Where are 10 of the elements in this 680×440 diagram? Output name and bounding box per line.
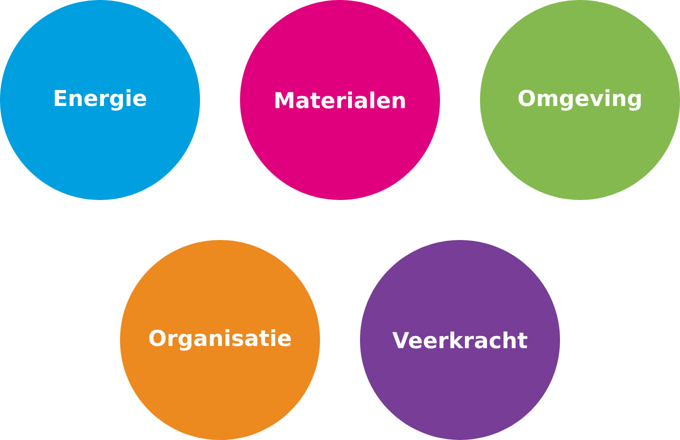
circle-label: Organisatie — [149, 329, 291, 351]
circle — [480, 0, 680, 200]
circle — [0, 0, 200, 200]
circle — [240, 0, 440, 200]
circle — [120, 240, 320, 440]
circle-label: Energie — [54, 89, 146, 111]
circle — [360, 240, 560, 440]
circle-label: Veerkracht — [392, 332, 528, 348]
circle-label: Omgeving — [518, 89, 641, 111]
circle-label: Materialen — [276, 92, 405, 108]
